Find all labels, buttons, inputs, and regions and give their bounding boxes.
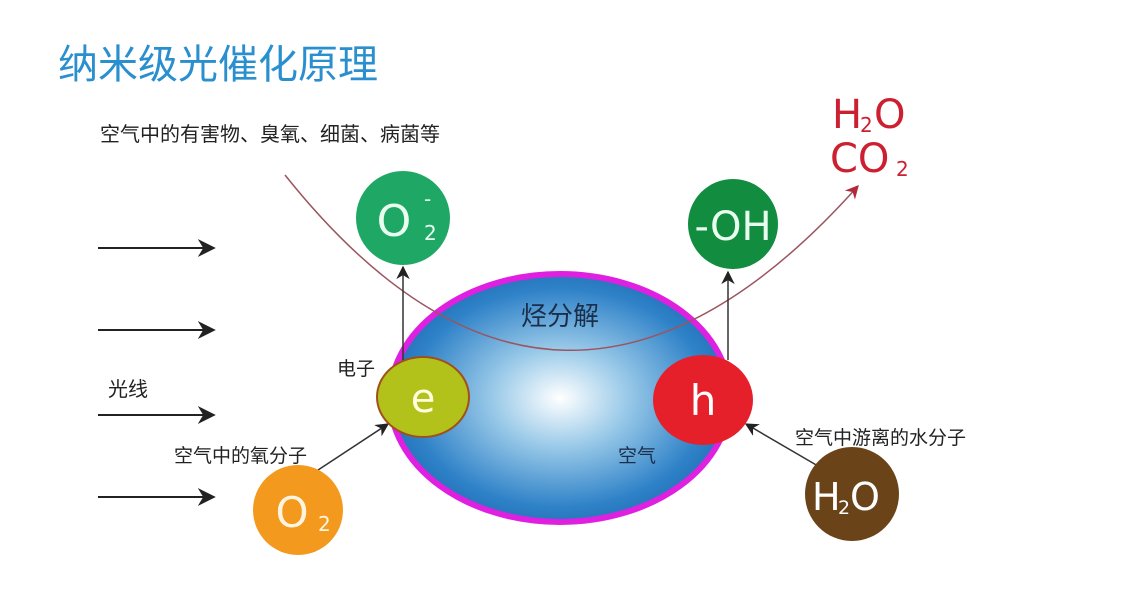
- pollutants-label: 空气中的有害物、臭氧、细菌、病菌等: [100, 122, 440, 146]
- oxygen-to-electron-arrow: [311, 423, 390, 475]
- light-label: 光线: [108, 377, 148, 401]
- product-co2-sub: 2: [896, 157, 909, 181]
- water-node: H 2 O: [805, 447, 899, 541]
- hydroxyl-node: -OH: [688, 179, 778, 269]
- product-co2-main: CO: [830, 136, 889, 182]
- oxygen-subscript: 2: [318, 512, 331, 536]
- products: H 2 O CO 2: [830, 92, 909, 182]
- air-label: 空气: [618, 445, 656, 467]
- decomposition-curve: [284, 174, 859, 351]
- hole-node: h: [653, 355, 753, 445]
- light-arrows: [98, 239, 216, 506]
- oxygen-node: O 2: [253, 465, 343, 555]
- center-label: 烃分解: [521, 302, 599, 332]
- page-title: 纳米级光催化原理: [58, 42, 378, 88]
- superoxide-subscript: 2: [424, 221, 437, 245]
- electron-symbol: e: [411, 376, 436, 422]
- electron-label: 电子: [337, 358, 375, 380]
- water-to-hole-arrow: [744, 423, 819, 467]
- water-symbol: H: [812, 475, 841, 519]
- electron-node: e: [376, 356, 470, 438]
- oxygen-symbol: O: [275, 488, 308, 537]
- superoxide-symbol: O: [377, 196, 412, 247]
- product-h2o-main: H: [832, 92, 862, 138]
- product-h2o-tail: O: [874, 92, 905, 138]
- water-molecule-label: 空气中游离的水分子: [795, 427, 966, 449]
- superoxide-node: O 2 -: [356, 171, 450, 265]
- superoxide-charge: -: [424, 187, 431, 211]
- water-subscript: 2: [838, 497, 850, 519]
- water-symbol-tail: O: [850, 475, 880, 519]
- product-h2o-sub: 2: [860, 113, 873, 137]
- hydroxyl-symbol: -OH: [694, 204, 771, 250]
- oxygen-molecule-label: 空气中的氧分子: [174, 445, 307, 467]
- hole-symbol: h: [690, 376, 717, 425]
